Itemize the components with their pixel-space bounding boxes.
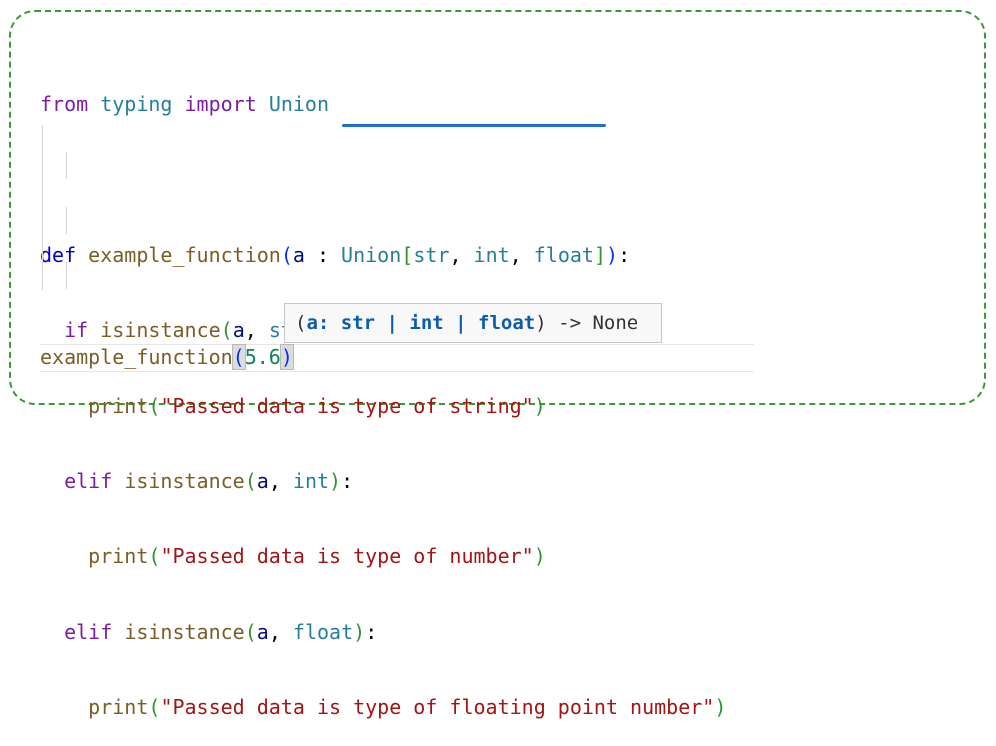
hint-paren-close: ) [535,312,547,334]
code-line-6: elif isinstance(a, int): [40,468,726,495]
current-line-highlight [40,344,754,372]
builtin-isinstance: isinstance [100,318,221,343]
paren-close: ) [353,619,366,644]
arg-a: a [232,318,245,343]
builtin-print: print [88,393,149,418]
colon-end: : [341,468,354,493]
string-literal: "Passed data is type of string" [160,393,534,418]
code-line-1: from typing import Union [40,91,726,118]
keyword-elif: elif [64,619,113,644]
string-literal: "Passed data is type of number" [160,544,534,569]
indent-guide [66,262,67,289]
paren-open: ( [220,318,233,343]
keyword-import: import [184,92,257,116]
bracket-close: ] [593,242,607,267]
code-editor[interactable]: from typing import Union def example_fun… [40,43,726,746]
matched-paren-close: ) [279,344,294,370]
keyword-def: def [40,242,77,267]
comma: , [244,318,269,343]
paren-open: ( [244,619,257,644]
type-float: float [292,619,354,644]
hint-paren-open: ( [295,312,307,334]
comma: , [268,468,293,493]
type-int: int [473,242,510,267]
string-literal: "Passed data is type of floating point n… [160,695,715,720]
type-float: float [533,242,594,267]
type-int: int [292,468,330,493]
code-line-8: elif isinstance(a, float): [40,619,726,646]
builtin-isinstance: isinstance [124,619,245,644]
code-line-2 [40,166,726,193]
module-name: typing [100,92,173,116]
code-line-9: print("Passed data is type of floating p… [40,694,726,721]
indent-guide [66,152,67,179]
paren-close: ) [329,468,342,493]
signature-hint-popup: (a: str | int | float) -> None [284,303,662,343]
keyword-if: if [64,318,89,343]
paren-close: ) [533,393,546,418]
colon-end: : [618,242,631,267]
indent-guide [42,125,43,290]
paren-open: ( [280,242,293,267]
type-union: Union [341,242,402,267]
code-line-7: print("Passed data is type of number") [40,543,726,570]
arg-a: a [256,619,269,644]
hint-signature: a: str | int | float [306,312,536,334]
indent-guide [66,207,67,234]
paren-open: ( [148,695,161,720]
builtin-isinstance: isinstance [124,468,245,493]
info-underline [342,124,606,127]
param-name: a [292,242,305,267]
dashed-frame [9,10,986,405]
type-str: str [413,242,450,267]
paren-open: ( [148,544,161,569]
hint-return: -> None [546,312,639,334]
arg-a: a [256,468,269,493]
builtin-print: print [88,695,149,720]
keyword-elif: elif [64,468,113,493]
bracket-open: [ [401,242,414,267]
colon-end: : [365,619,378,644]
imported-name: Union [268,92,330,116]
function-name: example_function [88,242,281,267]
paren-open: ( [244,468,257,493]
paren-close: ) [606,242,619,267]
number-literal: 5.6 [244,345,281,369]
paren-close: ) [714,695,727,720]
matched-paren-open: ( [231,344,246,370]
call-function-name: example_function [40,345,233,369]
comma: , [268,619,293,644]
keyword-from: from [40,92,89,116]
code-line-5: print("Passed data is type of string") [40,393,726,420]
paren-open: ( [148,393,161,418]
builtin-print: print [88,544,149,569]
colon: : [304,242,342,267]
code-line-call[interactable]: example_function(5.6) [40,344,294,370]
paren-close: ) [533,544,546,569]
code-line-3: def example_function(a : Union[str, int,… [40,242,631,267]
